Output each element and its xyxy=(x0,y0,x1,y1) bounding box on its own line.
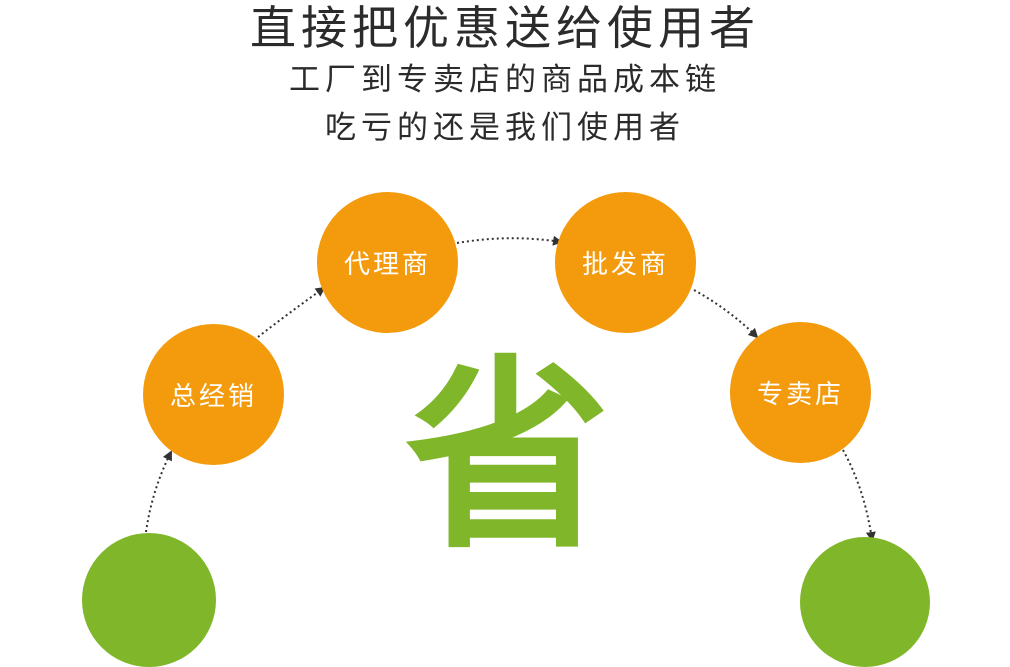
node-general-distributor: 总经销 xyxy=(143,324,284,465)
node-wholesaler: 批发商 xyxy=(555,192,696,333)
headline: 直接把优惠送给使用者 xyxy=(250,1,760,55)
node-agent-label: 代理商 xyxy=(343,250,431,280)
node-store: 专卖店 xyxy=(730,322,871,463)
node-agent: 代理商 xyxy=(317,192,458,333)
node-store-label: 专卖店 xyxy=(756,380,844,410)
save-character: 省 xyxy=(405,339,610,577)
subheadline-line-2: 吃亏的还是我们使用者 xyxy=(325,110,685,146)
arrow-store-to-end xyxy=(842,449,876,542)
arrow-start-to-general-distributor xyxy=(145,450,172,533)
node-end xyxy=(800,537,930,667)
arrow-wholesaler-to-store xyxy=(693,289,759,339)
subheadline-line-1: 工厂到专卖店的商品成本链 xyxy=(289,62,721,98)
node-general-distributor-label: 总经销 xyxy=(169,382,257,412)
node-wholesaler-label: 批发商 xyxy=(581,250,669,280)
arrow-general-distributor-to-agent xyxy=(257,286,326,338)
arrow-agent-to-wholesaler xyxy=(456,235,563,246)
node-start xyxy=(82,533,216,667)
flow-arrows xyxy=(145,235,876,542)
